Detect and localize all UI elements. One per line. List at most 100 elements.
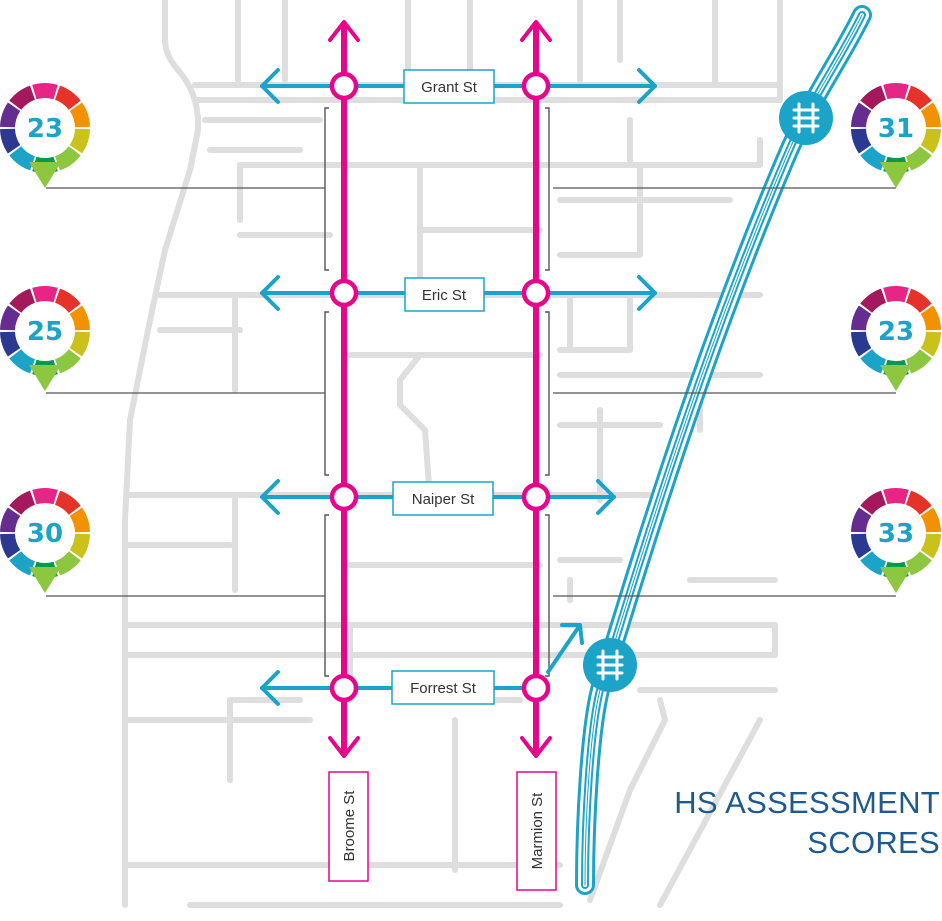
score-wheel-segment — [906, 146, 932, 171]
intersection-node — [329, 278, 359, 308]
svg-text:Forrest St: Forrest St — [410, 680, 477, 697]
score-wheel-segment — [851, 533, 872, 559]
score-wheel-segment — [69, 507, 90, 533]
score-wheel-segment — [55, 551, 81, 576]
score-value: 23 — [878, 317, 914, 347]
score-wheel-segment — [906, 85, 932, 110]
score-wheel-segment — [9, 146, 35, 171]
train-station-icon — [779, 91, 833, 145]
score-wheel-segment — [55, 146, 81, 171]
score-wheel-segment — [69, 128, 90, 154]
svg-text:Eric St: Eric St — [422, 287, 467, 304]
score-value: 33 — [878, 519, 914, 549]
score-value: 25 — [27, 317, 63, 347]
score-wheel-segment — [906, 551, 932, 576]
score-wheel-segment — [32, 488, 58, 505]
arrow-icon — [260, 670, 280, 706]
score-wheel-segment — [9, 551, 35, 576]
score-wheel-segment — [32, 83, 58, 100]
score-wheel-segment — [860, 490, 886, 515]
pin-tip — [880, 162, 912, 188]
arrow-icon — [328, 20, 360, 42]
score-pin-icon: 31 — [851, 83, 941, 188]
svg-text:Grant St: Grant St — [421, 79, 478, 96]
score-value: 23 — [27, 114, 63, 144]
score-wheel-segment — [55, 85, 81, 110]
arrow-icon — [596, 479, 616, 515]
train-station-icon — [583, 638, 637, 692]
score-wheel-segment — [9, 288, 35, 313]
street-label-grant: Grant St — [403, 69, 495, 104]
intersection-node — [521, 482, 551, 512]
street-label-marmion: Marmion St — [516, 771, 557, 891]
score-wheel-segment — [0, 305, 21, 331]
score-wheel-segment — [920, 305, 941, 331]
intersection-node — [329, 71, 359, 101]
score-pin-icon: 23 — [851, 286, 941, 391]
arrow-icon — [520, 736, 552, 758]
pin-tip — [29, 162, 61, 188]
score-wheel-segment — [55, 349, 81, 374]
pin-tip — [29, 567, 61, 593]
street-label-broome: Broome St — [328, 771, 369, 882]
arrow-icon — [260, 479, 280, 515]
score-wheel-segment — [9, 85, 35, 110]
intersection-node — [521, 673, 551, 703]
score-wheel-segment — [906, 288, 932, 313]
street-label-naiper: Naiper St — [392, 481, 494, 516]
score-wheel-segment — [0, 102, 21, 128]
score-wheel-segment — [883, 83, 909, 100]
arrow-icon — [520, 20, 552, 42]
street-label-forrest: Forrest St — [391, 670, 495, 705]
score-wheel-segment — [883, 488, 909, 505]
score-wheel-segment — [920, 533, 941, 559]
score-wheel-segment — [920, 331, 941, 357]
street-label-eric: Eric St — [404, 277, 485, 312]
map-title: HS ASSESSMENT SCORES — [674, 783, 940, 863]
score-wheel-segment — [851, 331, 872, 357]
score-wheel-segment — [920, 102, 941, 128]
score-value: 31 — [878, 114, 914, 144]
score-wheel-segment — [69, 331, 90, 357]
arrow-icon — [560, 623, 584, 645]
score-wheel-segment — [9, 349, 35, 374]
intersection-node — [329, 673, 359, 703]
score-wheel-segment — [0, 331, 21, 357]
score-wheel-segment — [906, 349, 932, 374]
intersection-node — [329, 482, 359, 512]
svg-text:Broome St: Broome St — [341, 790, 358, 862]
arrow-icon — [637, 68, 657, 104]
score-wheel-segment — [32, 286, 58, 303]
score-value: 30 — [27, 519, 63, 549]
score-pin-icon: 30 — [0, 488, 90, 593]
score-wheel-segment — [0, 533, 21, 559]
pin-tip — [880, 567, 912, 593]
arrow-icon — [637, 275, 657, 311]
score-wheel-segment — [69, 533, 90, 559]
score-wheel-segment — [851, 128, 872, 154]
pin-tip — [29, 365, 61, 391]
svg-text:Naiper St: Naiper St — [412, 491, 475, 508]
score-wheel-segment — [0, 507, 21, 533]
station-link-line — [546, 626, 580, 674]
score-wheel-segment — [55, 288, 81, 313]
score-wheel-segment — [851, 305, 872, 331]
score-wheel-segment — [0, 128, 21, 154]
score-wheel-segment — [920, 128, 941, 154]
railway-line — [575, 5, 872, 895]
score-pin-icon: 23 — [0, 83, 90, 188]
score-pin-icon: 25 — [0, 286, 90, 391]
title-line-2: SCORES — [807, 825, 940, 860]
score-leader-lines — [46, 187, 896, 597]
score-wheel-segment — [860, 551, 886, 576]
title-line-1: HS ASSESSMENT — [674, 785, 940, 820]
score-wheel-segment — [906, 490, 932, 515]
score-wheel-segment — [69, 102, 90, 128]
score-wheel-segment — [69, 305, 90, 331]
score-wheel-segment — [920, 507, 941, 533]
svg-text:Marmion St: Marmion St — [529, 792, 546, 870]
score-wheel-segment — [55, 490, 81, 515]
segment-brackets — [324, 107, 550, 677]
score-pin-icon: 33 — [851, 488, 941, 593]
